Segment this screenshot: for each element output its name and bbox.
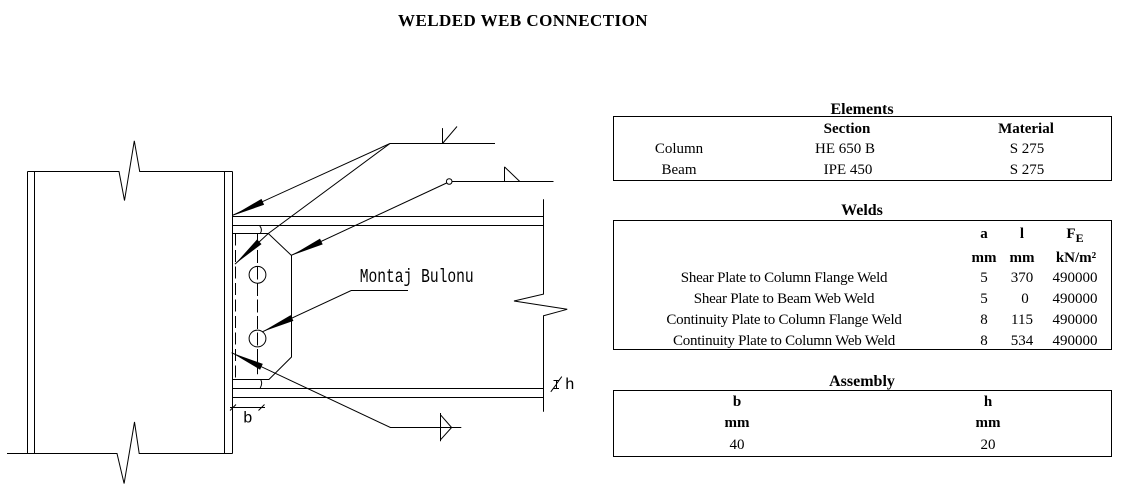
svg-text:b: b (243, 410, 253, 428)
svg-text:Montaj Bulonu: Montaj Bulonu (360, 266, 474, 288)
svg-text:h: h (565, 376, 575, 394)
